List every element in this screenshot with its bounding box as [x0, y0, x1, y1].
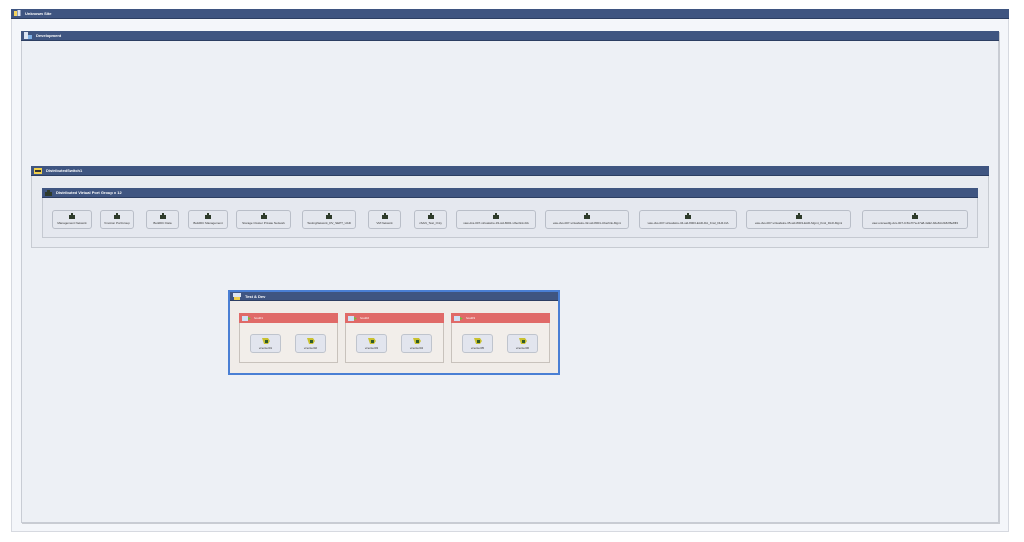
network-port-icon	[795, 213, 802, 219]
network-port-icon	[493, 213, 499, 219]
vm-label: vcenter06	[515, 346, 530, 350]
portgroup-label: VM Network	[376, 221, 393, 225]
vm-label: vcenter02	[303, 346, 318, 350]
portgroup-label: TestingNetwork_DV_SEPT_UAD	[307, 221, 351, 225]
cluster-title: Test & Dev	[245, 293, 266, 299]
site-icon	[14, 10, 21, 16]
host-icon	[454, 315, 463, 321]
vm-node[interactable]: vcenter04	[401, 334, 432, 353]
portgroup-label: Storage Cluster Private Network	[242, 221, 285, 225]
portgroup-vsan-test[interactable]: vSAN_Test_Only	[414, 210, 447, 229]
network-port-icon	[260, 213, 267, 219]
portgroup-virtualwire-33[interactable]: vaw-dvs-007-virtualwire-33-sid-8001-Uber…	[456, 210, 536, 229]
portgroup-label: vaw-dvs-007-virtualwire-32-sid-8001-Uber…	[552, 221, 622, 225]
portgroup-virtualwire-34[interactable]: vaw-dvs-007-virtualwire-34-sid-8003-EAD-…	[639, 210, 737, 229]
dvswitch-title-bar[interactable]: DistributedSwitch1	[31, 166, 989, 176]
network-port-icon	[205, 213, 211, 219]
host-title-bar[interactable]: host03	[451, 313, 550, 323]
vm-node[interactable]: vcenter01	[250, 334, 281, 353]
vm-label: vcenter01	[258, 346, 273, 350]
portgroup-management-network[interactable]: Management Network	[52, 210, 92, 229]
network-port-icon	[159, 213, 166, 219]
cluster-title-bar[interactable]: Test & Dev	[230, 292, 558, 301]
portgroup-container-title-bar[interactable]: Distributed Virtual Port Group x 12	[42, 188, 978, 198]
vm-icon	[473, 338, 482, 344]
network-port-icon	[326, 213, 332, 219]
host-name: host03	[466, 316, 476, 320]
dvswitch-title: DistributedSwitch1	[46, 168, 83, 173]
vm-icon	[306, 338, 315, 344]
portgroup-container-title: Distributed Virtual Port Group x 12	[56, 190, 122, 195]
portgroup-label: vaw-dvs-007-virtualwire-35-sid-8003-EAD-…	[754, 221, 843, 225]
portgroup-label: BuildDC Management	[193, 221, 223, 225]
portgroup-virtualwire-35[interactable]: vaw-dvs-007-virtualwire-35-sid-8003-EAD-…	[746, 210, 851, 229]
portgroup-vmotion[interactable]: Vmotion PortGroup	[100, 210, 134, 229]
vm-node[interactable]: vcenter02	[295, 334, 326, 353]
vm-node[interactable]: vcenter03	[356, 334, 387, 353]
host-title-bar[interactable]: host01	[239, 313, 338, 323]
datacenter-frame	[21, 31, 999, 523]
portgroup-label: vaw-dvs-007-virtualwire-33-sid-8001-Uber…	[463, 221, 529, 225]
network-port-icon	[912, 213, 918, 219]
vm-node[interactable]: vcenter06	[507, 334, 538, 353]
vm-icon	[412, 338, 421, 344]
network-port-icon	[381, 213, 388, 219]
portgroup-storage-cluster[interactable]: Storage Cluster Private Network	[236, 210, 291, 229]
cluster-icon	[233, 292, 241, 300]
network-port-icon	[584, 213, 590, 219]
datacenter-title-bar[interactable]: Development	[21, 31, 999, 41]
network-port-icon	[114, 213, 120, 219]
portgroup-vm-network[interactable]: VM Network	[368, 210, 401, 229]
portgroup-builddc-management[interactable]: BuildDC Management	[188, 210, 228, 229]
vm-node[interactable]: vcenter05	[462, 334, 493, 353]
host-icon	[242, 315, 251, 321]
network-port-icon	[685, 213, 691, 219]
portgroup-testingnetwork[interactable]: TestingNetwork_DV_SEPT_UAD	[302, 210, 356, 229]
vm-label: vcenter05	[470, 346, 485, 350]
datacenter-icon	[24, 32, 32, 39]
portgroup-uniceedfg[interactable]: vaw-uniceedfg-dvs-007-0-5ts7f7a-47a8-4a9…	[862, 210, 968, 229]
portgroup-icon	[45, 189, 52, 196]
vm-label: vcenter03	[364, 346, 379, 350]
dvswitch-icon	[34, 167, 42, 174]
vm-icon	[518, 338, 527, 344]
host-icon	[348, 315, 357, 321]
datacenter-title: Development	[36, 33, 62, 38]
portgroup-label: Management Network	[57, 221, 87, 225]
vm-icon	[261, 338, 270, 344]
network-port-icon	[427, 213, 434, 219]
portgroup-builddc-data[interactable]: BuildDC Data	[146, 210, 179, 229]
site-title: Unknown Site	[25, 11, 52, 16]
portgroup-label: BuildDC Data	[153, 221, 172, 225]
network-port-icon	[69, 213, 75, 219]
vm-label: vcenter04	[409, 346, 424, 350]
portgroup-label: vaw-uniceedfg-dvs-007-0-5ts7f7a-47a8-4a9…	[871, 221, 958, 225]
host-name: host01	[254, 316, 264, 320]
site-title-bar[interactable]: Unknown Site	[11, 9, 1009, 19]
vm-icon	[367, 338, 376, 344]
portgroup-label: vSAN_Test_Only	[419, 221, 442, 225]
host-name: host02	[360, 316, 370, 320]
portgroup-label: vaw-dvs-007-virtualwire-34-sid-8003-EAD-…	[647, 221, 729, 225]
host-title-bar[interactable]: host02	[345, 313, 444, 323]
portgroup-label: Vmotion PortGroup	[104, 221, 130, 225]
portgroup-virtualwire-32[interactable]: vaw-dvs-007-virtualwire-32-sid-8001-Uber…	[545, 210, 629, 229]
